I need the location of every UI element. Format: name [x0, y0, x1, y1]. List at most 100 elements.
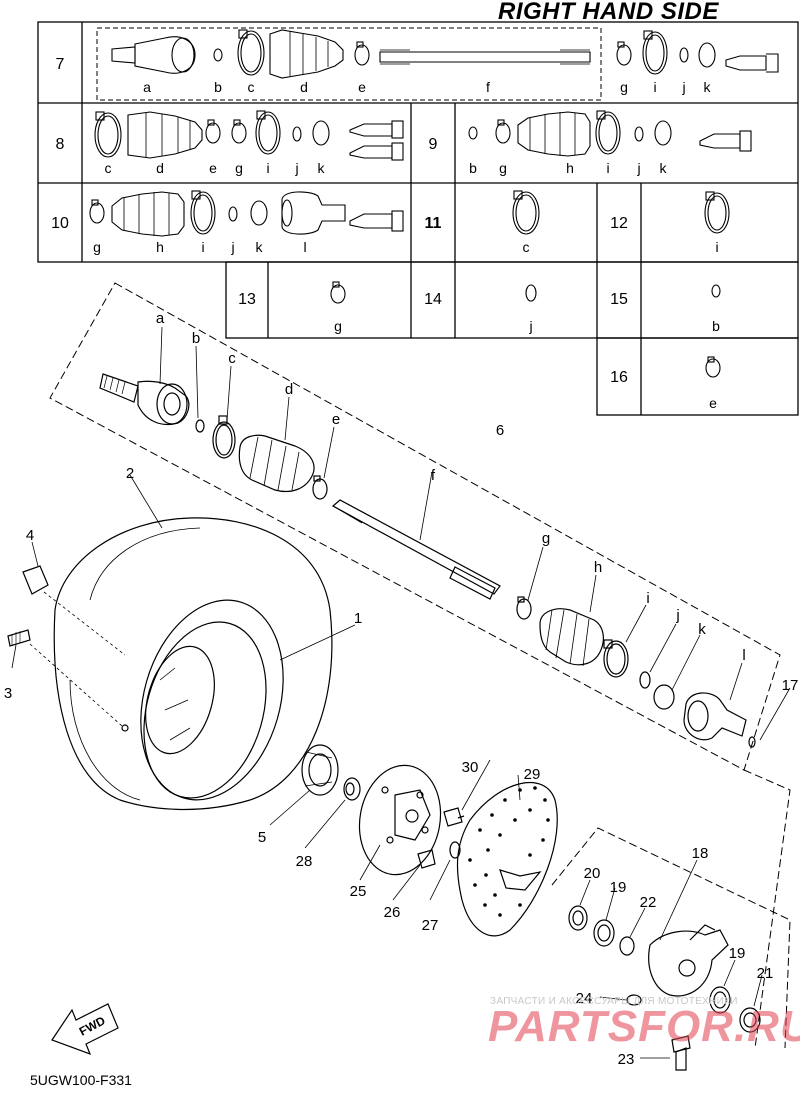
wheel-1: [140, 599, 284, 801]
inner-cv-joint-l: [683, 692, 747, 741]
kit9-circlip-j: [634, 126, 644, 142]
kit11-letter-c: c: [523, 239, 530, 255]
kit10-letter-k: k: [256, 239, 264, 255]
kit8-band-e: [205, 119, 221, 144]
callout-numbers: 1 2 3 4 5 6 17 18 19 19 20 21 22 23 24 2…: [4, 422, 799, 1068]
kit-num-13: 13: [238, 291, 256, 308]
kit10-letter-h: h: [156, 239, 164, 255]
kit16-band-e: [705, 356, 721, 378]
letter-a: a: [156, 310, 165, 327]
kit8-letter-j: j: [294, 160, 298, 176]
kit9-circlip-b: [468, 126, 478, 140]
kit7-letter-d: d: [300, 79, 308, 95]
letter-h: h: [594, 559, 602, 576]
kit11-band-c: [512, 190, 540, 235]
callout-4: 4: [26, 527, 34, 544]
callout-29: 29: [524, 766, 541, 783]
knuckle-assembly: [568, 905, 761, 1071]
kit8-grease-tube-1: [349, 120, 404, 139]
kit12-letter-i: i: [715, 239, 718, 255]
driveshaft-group-outline: [49, 282, 791, 1049]
circlip-b: [195, 419, 205, 433]
kit10-letter-j: j: [230, 239, 234, 255]
callout-3: 3: [4, 685, 12, 702]
kit14-letter-j: j: [528, 318, 532, 334]
kit7-letter-f: f: [486, 79, 490, 95]
nut-24: [626, 994, 642, 1006]
letter-g: g: [542, 530, 550, 547]
kit7-band-c: [237, 29, 265, 76]
kit8-band-c: [94, 111, 122, 158]
boot-band-c: [212, 415, 236, 459]
kit8-letter-k: k: [318, 160, 326, 176]
letter-e: e: [332, 411, 340, 428]
kit10-letter-l: l: [303, 239, 306, 255]
kit10-inner-joint-l: [281, 191, 346, 235]
kit14-circlip-j: [525, 284, 537, 302]
letter-d: d: [285, 381, 293, 398]
kit9-boot-h: [517, 111, 591, 157]
callout-25: 25: [350, 883, 367, 900]
kit8-letter-e: e: [209, 160, 217, 176]
callout-23: 23: [618, 1051, 635, 1068]
valve-leader: [29, 591, 126, 727]
bolt-30: [443, 807, 465, 827]
kit7-letter-g: g: [620, 79, 628, 95]
fwd-arrow: FWD: [51, 1003, 119, 1056]
letter-l: l: [742, 647, 745, 664]
kit7-grease-tube: [725, 53, 779, 73]
ring-k: [653, 684, 675, 710]
circlip-22: [619, 936, 635, 956]
kit10-circlip-j: [228, 206, 238, 222]
kit9-letter-g: g: [499, 160, 507, 176]
kit7-letter-e: e: [358, 79, 366, 95]
callout-20: 20: [584, 865, 601, 882]
callout-2: 2: [126, 465, 134, 482]
letter-b: b: [192, 330, 200, 347]
bearing-19a: [593, 919, 615, 947]
stud-bolt-26: [417, 849, 436, 869]
leader-lines: [11, 326, 791, 1059]
kit-num-7: 7: [56, 56, 65, 73]
kit9-band-i: [595, 110, 621, 155]
kit8-boot-d: [127, 111, 203, 159]
kit10-band-g: [89, 199, 105, 224]
driveshaft-assembly: [99, 373, 756, 748]
boot-d: [238, 434, 315, 493]
kit9-grease-tube: [699, 130, 752, 152]
bearing-5: [301, 744, 339, 796]
callout-5: 5: [258, 829, 266, 846]
brake-disc-29: [456, 782, 558, 937]
callout-24: 24: [576, 990, 593, 1007]
kit9-ring-k: [654, 120, 672, 146]
kit7-letter-k: k: [704, 79, 712, 95]
kit8-letter-d: d: [156, 160, 164, 176]
kit7-letter-b: b: [214, 79, 222, 95]
tire-2: [53, 517, 333, 811]
boot-band-i: [603, 639, 629, 678]
watermark-logo: PARTSFOR.RU: [488, 1002, 800, 1051]
circlip-j: [639, 671, 651, 689]
kit7-letter-i: i: [653, 79, 656, 95]
kit-num-8: 8: [56, 136, 65, 153]
kit7-boot-d: [269, 29, 344, 79]
kit9-band-g: [495, 119, 511, 144]
kit8-letter-g: g: [235, 160, 243, 176]
axle-shaft-f: [331, 499, 501, 600]
letter-j: j: [675, 607, 679, 624]
letter-i: i: [646, 590, 649, 607]
knuckle-18: [648, 924, 729, 997]
kit15-circlip-b: [711, 284, 721, 298]
kit13-band-g: [330, 281, 346, 304]
kit7-band-e: [354, 41, 370, 66]
kit-numbers: 7 8 9 10 11 12 13 14 15 16: [51, 56, 628, 386]
valve-cap-4: [22, 565, 49, 595]
letter-k: k: [698, 621, 706, 638]
kit7-letter-c: c: [248, 79, 255, 95]
callout-19b: 19: [729, 945, 746, 962]
hub-assembly: [301, 744, 558, 937]
kit7-letter-j: j: [681, 79, 685, 95]
kit15-letter-b: b: [712, 318, 720, 334]
kit10-letter-i: i: [201, 239, 204, 255]
page-title: RIGHT HAND SIDE: [498, 0, 719, 25]
